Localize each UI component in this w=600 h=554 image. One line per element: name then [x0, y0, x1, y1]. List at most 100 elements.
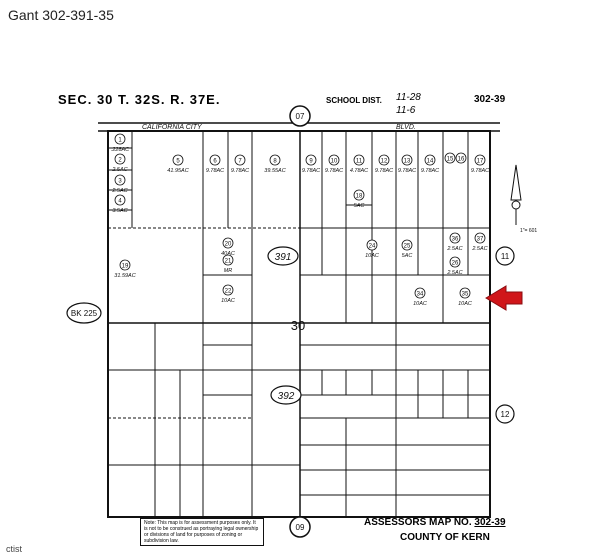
north-arrow-icon: 1"= 601: [510, 164, 537, 234]
assessors-text: ASSESSORS MAP NO.: [364, 517, 472, 528]
parcel-number-circle: [401, 239, 413, 251]
parcel-number: 18: [356, 194, 363, 200]
parcel-number-circle: [209, 154, 221, 166]
parcel-number: 26: [452, 261, 459, 267]
parcel-acreage: 10AC: [221, 298, 235, 304]
parcel-number: 9: [309, 159, 313, 165]
parcel-acreage: MR: [224, 268, 233, 274]
parcel-number-circle: [328, 154, 340, 166]
road-name-right: BLVD.: [396, 124, 416, 131]
parcel-number-circle: [424, 154, 436, 166]
parcel-number: 24: [369, 244, 376, 250]
parcel-acreage: 9.78AC: [471, 168, 489, 174]
section-number: 30: [291, 318, 305, 333]
parcel-number: 36: [452, 237, 459, 243]
parcel-acreage: 9.78AC: [231, 168, 249, 174]
book-marker: BK 225: [66, 302, 102, 324]
parcel-number-circle: [222, 237, 234, 249]
parcel-number-circle: [114, 194, 126, 206]
parcel-acreage: 5AC: [402, 253, 413, 259]
parcel-number: 13: [404, 159, 411, 165]
section-title: SEC. 30 T. 32S. R. 37E.: [58, 92, 221, 107]
parcel-acreage: 40AC: [221, 251, 235, 257]
parcel-number: 35: [462, 292, 469, 298]
parcel-number: 7: [238, 159, 242, 165]
parcel-number: 6: [213, 159, 217, 165]
parcel-acreage: 10AC: [413, 301, 427, 307]
parcel-number-circle: [269, 154, 281, 166]
assessment-note: Note: This map is for assessment purpose…: [140, 518, 264, 546]
svg-text:391: 391: [275, 252, 292, 263]
parcel-acreage: 31.59AC: [114, 273, 135, 279]
parcel-labels: 1.228AC22.5AC32.5AC43.5AC541.95AC69.78AC…: [111, 133, 489, 307]
parcel-number-circle: [114, 133, 126, 145]
map-number-top: 302-39: [474, 94, 506, 105]
parcel-number-circle: [305, 154, 317, 166]
parcel-number: 11: [356, 159, 363, 165]
parcel-number: 22: [225, 289, 232, 295]
county-label: COUNTY OF KERN: [400, 532, 490, 543]
parcel-number: 34: [417, 292, 424, 298]
parcel-number: 5: [176, 159, 180, 165]
parcel-number-circle: [353, 189, 365, 201]
parcel-number-circle: [455, 152, 467, 164]
parcel-number-circle: [119, 259, 131, 271]
parcel-number-circle: [474, 232, 486, 244]
right-circle-lower: 12: [495, 404, 515, 424]
svg-text:12: 12: [501, 410, 510, 419]
parcel-number-circle: [444, 152, 456, 164]
parcel-number: 21: [225, 259, 232, 265]
parcel-number-circle: [449, 232, 461, 244]
block-392-label: 392: [270, 385, 302, 405]
school-district-label: SCHOOL DIST.: [326, 96, 382, 105]
svg-text:11: 11: [501, 252, 510, 261]
parcel-number-circle: [222, 284, 234, 296]
parcel-number-circle: [366, 239, 378, 251]
parcel-acreage: 2.5AC: [111, 188, 127, 194]
parcel-acreage: .228AC: [111, 147, 129, 153]
assessors-number: 302-39: [474, 517, 506, 528]
parcel-acreage: 39.55AC: [264, 168, 285, 174]
parcel-acreage: 9.78AC: [398, 168, 416, 174]
parcel-acreage: 2.5AC: [446, 246, 462, 252]
parcel-number: 12: [381, 159, 388, 165]
right-circle-upper: 11: [495, 246, 515, 266]
parcel-number: 4: [118, 199, 122, 205]
road-name-left: CALIFORNIA CITY: [142, 124, 203, 131]
parcel-acreage: 2.5AC: [471, 246, 487, 252]
parcel-number: 16: [458, 157, 465, 163]
bottom-circle-marker: 09: [289, 516, 311, 538]
parcel-number-circle: [172, 154, 184, 166]
parcel-acreage: 4.78AC: [350, 168, 368, 174]
parcel-acreage: 10AC: [458, 301, 472, 307]
parcel-number-circle: [353, 154, 365, 166]
parcel-number-circle: [459, 287, 471, 299]
svg-text:BK 225: BK 225: [71, 309, 98, 318]
parcel-number: 14: [427, 159, 434, 165]
parcel-number-circle: [234, 154, 246, 166]
parcel-acreage: 9.78AC: [375, 168, 393, 174]
parcel-acreage: 9.78AC: [421, 168, 439, 174]
parcel-number-circle: [449, 256, 461, 268]
parcel-number: 25: [404, 244, 411, 250]
parcel-number: 8: [273, 159, 277, 165]
parcel-acreage: 10AC: [365, 253, 379, 259]
highlight-arrow-icon: [485, 285, 523, 311]
parcel-acreage: 3.5AC: [112, 208, 127, 214]
parcel-number: 3: [118, 179, 122, 185]
parcel-number-circle: [474, 154, 486, 166]
school-district-value-1: 11-28: [396, 92, 421, 103]
parcel-number-circle: [114, 174, 126, 186]
parcel-acreage: 9.78AC: [206, 168, 224, 174]
parcel-number-circle: [414, 287, 426, 299]
parcel-number: 17: [477, 159, 484, 165]
parcel-acreage: 9.78AC: [325, 168, 343, 174]
parcel-acreage: 2.5AC: [446, 270, 462, 276]
svg-text:09: 09: [296, 523, 305, 532]
svg-text:392: 392: [278, 391, 295, 402]
parcel-acreage: 41.95AC: [167, 168, 188, 174]
parcel-number: 1: [118, 138, 122, 144]
parcel-number: 20: [225, 242, 232, 248]
assessors-map-label: ASSESSORS MAP NO. 302-39: [364, 517, 506, 528]
